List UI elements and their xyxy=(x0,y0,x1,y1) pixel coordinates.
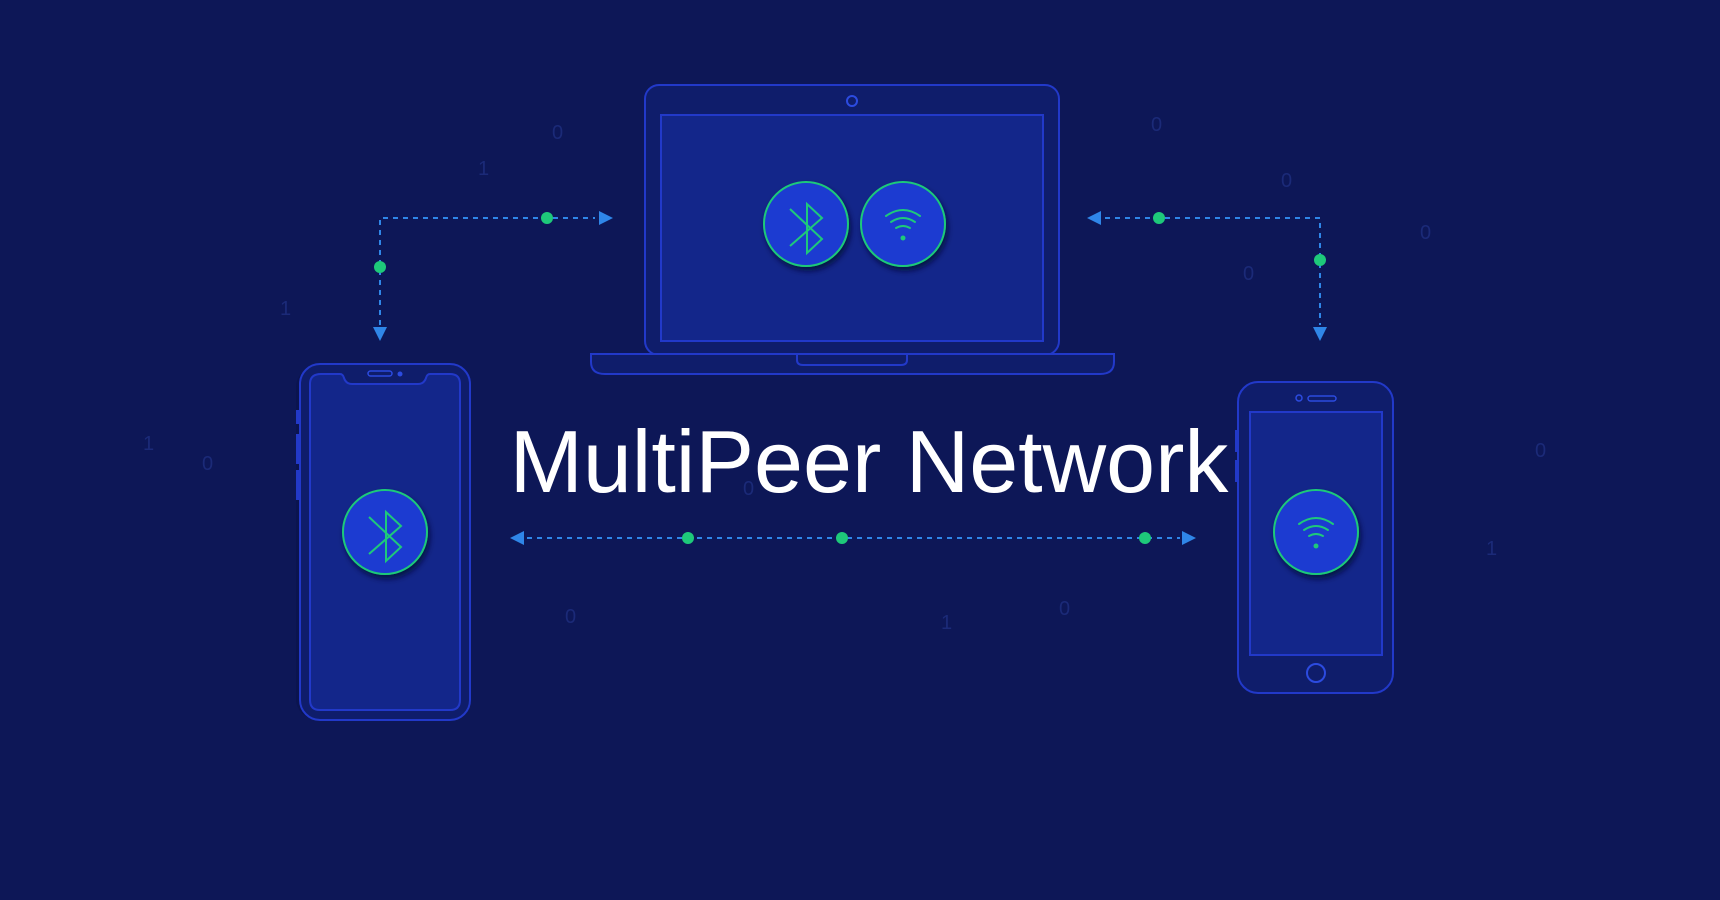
laptop xyxy=(590,84,1115,375)
phone-right-wifi-badge xyxy=(1273,489,1359,575)
binary-digit: 0 xyxy=(1151,114,1163,136)
binary-digit: 0 xyxy=(1059,598,1071,620)
binary-digit: 0 xyxy=(202,453,214,475)
arrow-right-icon xyxy=(599,211,613,225)
arrow-left-icon xyxy=(510,531,524,545)
binary-digit: 0 xyxy=(565,606,577,628)
binary-digit: 0 xyxy=(552,122,564,144)
wifi-icon xyxy=(1298,517,1334,549)
connector-bottom xyxy=(510,531,1196,545)
binary-digit: 1 xyxy=(941,612,953,634)
phone-right-speaker xyxy=(1307,395,1337,402)
binary-digit: 0 xyxy=(1281,170,1293,192)
laptop-screen xyxy=(660,114,1044,342)
binary-digit: 0 xyxy=(1243,263,1255,285)
binary-digit: 0 xyxy=(1535,440,1547,462)
arrow-down-icon xyxy=(373,327,387,341)
laptop-camera xyxy=(846,95,858,107)
laptop-wifi-badge xyxy=(860,181,946,267)
binary-digit: 1 xyxy=(1486,538,1498,560)
connector-left xyxy=(373,211,613,341)
laptop-bluetooth-badge xyxy=(763,181,849,267)
page-title: MultiPeer Network xyxy=(509,412,1229,511)
wifi-icon xyxy=(885,209,921,241)
binary-digit: 0 xyxy=(1420,222,1432,244)
phone-left-bluetooth-badge xyxy=(342,489,428,575)
binary-digit: 1 xyxy=(143,433,155,455)
bluetooth-icon xyxy=(789,201,824,256)
binary-digit: 1 xyxy=(478,158,490,180)
arrow-left-icon xyxy=(1087,211,1101,225)
binary-digit: 1 xyxy=(280,298,292,320)
connector-right xyxy=(1087,211,1327,341)
home-button xyxy=(1306,663,1326,683)
binary-digit: 0 xyxy=(743,478,755,500)
phone-left-speaker xyxy=(367,370,393,377)
arrow-right-icon xyxy=(1182,531,1196,545)
laptop-notch xyxy=(796,355,908,366)
bluetooth-icon xyxy=(368,509,403,564)
arrow-down-icon xyxy=(1313,327,1327,341)
